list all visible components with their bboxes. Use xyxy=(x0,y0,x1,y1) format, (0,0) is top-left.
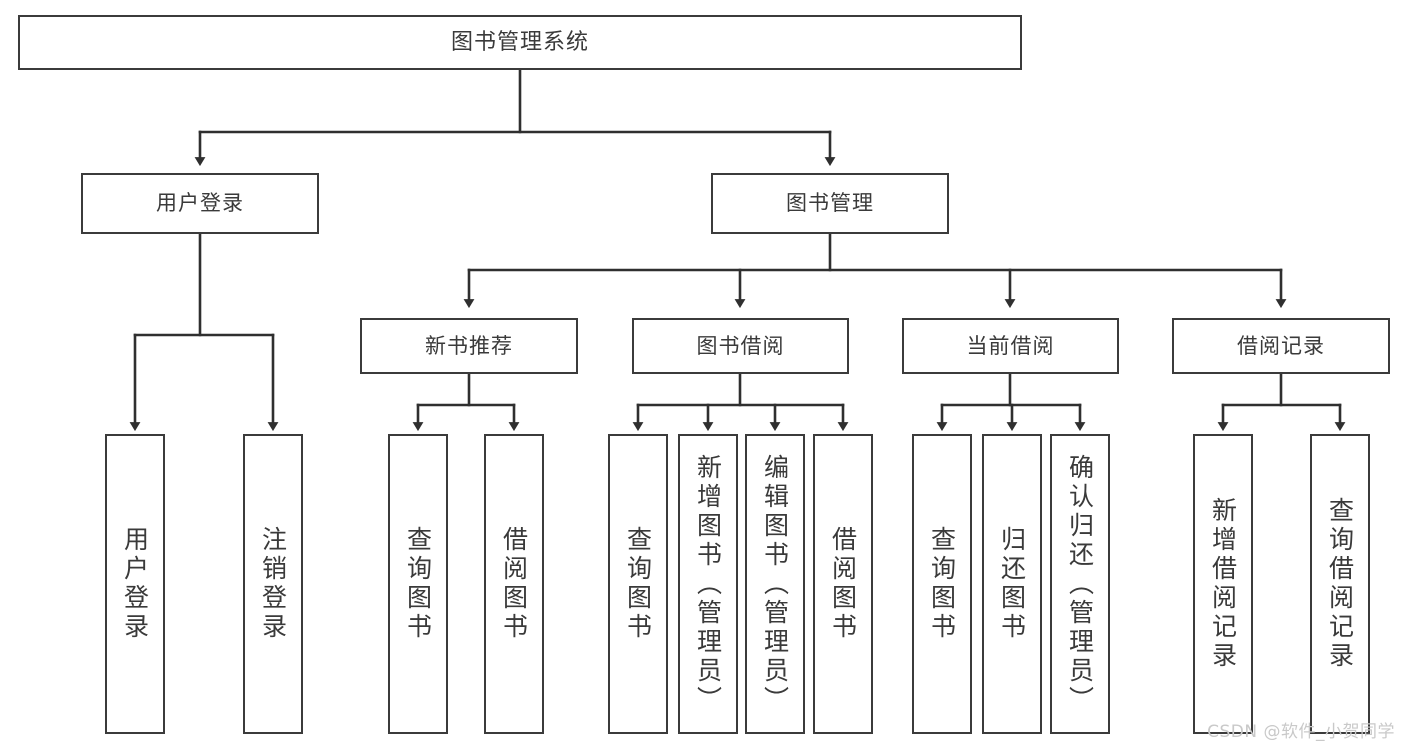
node-leaf-user-login-label: 用户登录 xyxy=(120,526,150,642)
node-root-label: 图书管理系统 xyxy=(450,29,589,55)
node-leaf-return-book[interactable]: 归还图书 xyxy=(982,434,1042,734)
node-current-borrow[interactable]: 当前借阅 xyxy=(902,318,1119,374)
node-leaf-query-borrow-record-label: 查询借阅记录 xyxy=(1325,497,1355,671)
node-leaf-logout-login-label: 注销登录 xyxy=(258,526,288,642)
node-leaf-logout-login[interactable]: 注销登录 xyxy=(243,434,303,734)
node-leaf-add-book-label: 新增图书（管理员） xyxy=(693,453,723,715)
node-leaf-edit-book-label: 编辑图书（管理员） xyxy=(760,453,790,715)
node-root[interactable]: 图书管理系统 xyxy=(18,15,1022,70)
node-leaf-user-login[interactable]: 用户登录 xyxy=(105,434,165,734)
node-current-borrow-label: 当前借阅 xyxy=(966,333,1055,358)
node-book-borrow-label: 图书借阅 xyxy=(696,333,785,358)
node-borrow-record[interactable]: 借阅记录 xyxy=(1172,318,1390,374)
node-leaf-add-book[interactable]: 新增图书（管理员） xyxy=(678,434,738,734)
node-leaf-borrow-book-1-label: 借阅图书 xyxy=(499,526,529,642)
node-borrow-record-label: 借阅记录 xyxy=(1237,333,1325,358)
node-leaf-query-book-1[interactable]: 查询图书 xyxy=(388,434,448,734)
node-leaf-borrow-book-2-label: 借阅图书 xyxy=(828,526,858,642)
node-leaf-add-borrow-record-label: 新增借阅记录 xyxy=(1208,497,1238,671)
node-leaf-return-book-label: 归还图书 xyxy=(997,526,1027,642)
node-book-manage[interactable]: 图书管理 xyxy=(711,173,949,234)
node-leaf-query-book-3[interactable]: 查询图书 xyxy=(912,434,972,734)
node-leaf-query-book-1-label: 查询图书 xyxy=(403,526,433,642)
node-book-manage-label: 图书管理 xyxy=(786,191,874,216)
node-user-login-label: 用户登录 xyxy=(156,191,244,216)
csdn-watermark: CSDN @软件_小贺同学 xyxy=(1207,722,1395,742)
node-new-book-recommend[interactable]: 新书推荐 xyxy=(360,318,578,374)
node-leaf-borrow-book-1[interactable]: 借阅图书 xyxy=(484,434,544,734)
node-leaf-confirm-return[interactable]: 确认归还（管理员） xyxy=(1050,434,1110,734)
node-leaf-confirm-return-label: 确认归还（管理员） xyxy=(1065,453,1095,715)
node-user-login[interactable]: 用户登录 xyxy=(81,173,319,234)
node-leaf-query-borrow-record[interactable]: 查询借阅记录 xyxy=(1310,434,1370,734)
node-leaf-add-borrow-record[interactable]: 新增借阅记录 xyxy=(1193,434,1253,734)
node-leaf-borrow-book-2[interactable]: 借阅图书 xyxy=(813,434,873,734)
node-book-borrow[interactable]: 图书借阅 xyxy=(632,318,849,374)
node-leaf-query-book-2-label: 查询图书 xyxy=(623,526,653,642)
node-leaf-query-book-3-label: 查询图书 xyxy=(927,526,957,642)
node-leaf-edit-book[interactable]: 编辑图书（管理员） xyxy=(745,434,805,734)
node-leaf-query-book-2[interactable]: 查询图书 xyxy=(608,434,668,734)
node-new-book-recommend-label: 新书推荐 xyxy=(425,333,513,358)
